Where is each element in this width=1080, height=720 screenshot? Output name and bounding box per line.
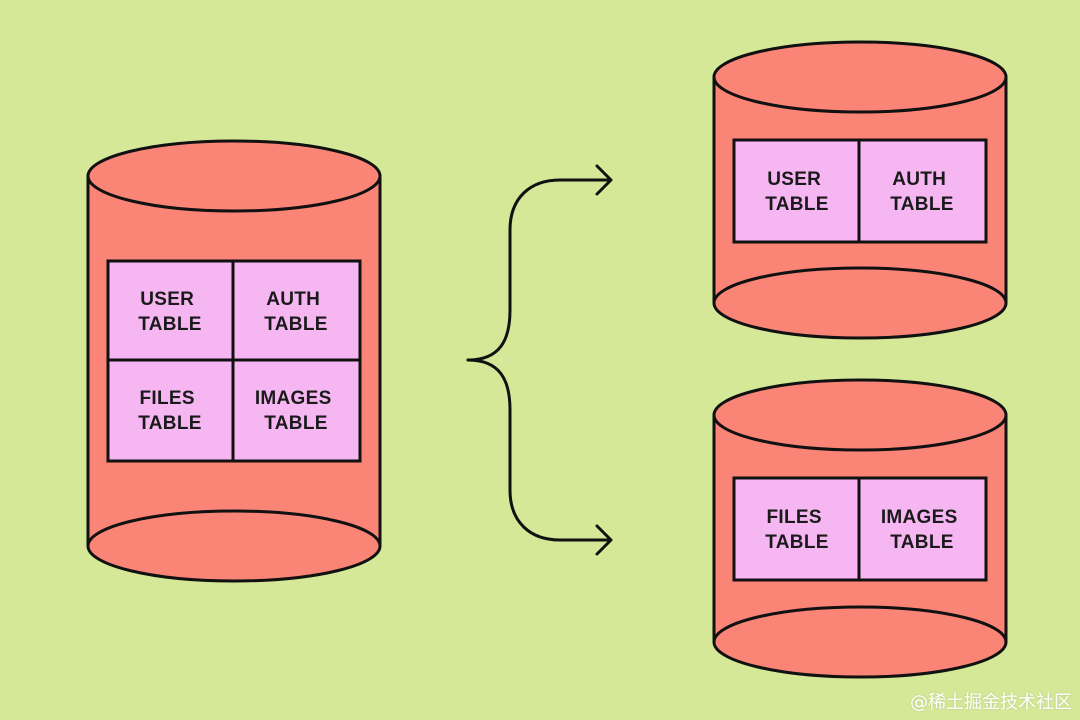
arrow-head-top-icon bbox=[595, 164, 613, 196]
shard-bottom-cylinder-bottom-rim bbox=[712, 605, 1008, 643]
source-auth-table-label: AUTH TABLE bbox=[264, 289, 327, 335]
source-database-cylinder: USER TABLE AUTH TABLE FILES TABLE IMAGES… bbox=[86, 139, 382, 583]
shard-top-cylinder-bottom-rim bbox=[712, 266, 1008, 304]
watermark-text: @稀土掘金技术社区 bbox=[910, 692, 1072, 713]
source-user-table-label: USER TABLE bbox=[138, 289, 201, 335]
shard-bottom-table-grid: FILES TABLE IMAGES TABLE bbox=[732, 476, 988, 582]
shard-bottom-images-table-label: IMAGES TABLE bbox=[881, 507, 963, 553]
source-cylinder-top bbox=[86, 139, 382, 213]
shard-bottom-cylinder-top bbox=[712, 378, 1008, 452]
shard-top-auth-table-label: AUTH TABLE bbox=[890, 169, 953, 215]
source-files-table-label: FILES TABLE bbox=[138, 388, 201, 434]
source-cylinder-bottom-rim bbox=[86, 509, 382, 547]
shard-top-table-grid: USER TABLE AUTH TABLE bbox=[732, 138, 988, 244]
shard-top-user-table-label: USER TABLE bbox=[765, 169, 828, 215]
shard-bottom-database-cylinder: FILES TABLE IMAGES TABLE bbox=[712, 378, 1008, 679]
brace-upper-branch bbox=[466, 178, 612, 362]
split-brace bbox=[466, 164, 613, 556]
source-images-table-label: IMAGES TABLE bbox=[255, 388, 337, 434]
brace-lower-branch bbox=[466, 358, 612, 542]
arrow-head-bottom-icon bbox=[595, 524, 613, 556]
shard-top-cylinder-top bbox=[712, 40, 1008, 114]
shard-top-database-cylinder: USER TABLE AUTH TABLE bbox=[712, 40, 1008, 340]
source-table-grid: USER TABLE AUTH TABLE FILES TABLE IMAGES… bbox=[106, 259, 362, 463]
shard-bottom-files-table-label: FILES TABLE bbox=[765, 507, 828, 553]
